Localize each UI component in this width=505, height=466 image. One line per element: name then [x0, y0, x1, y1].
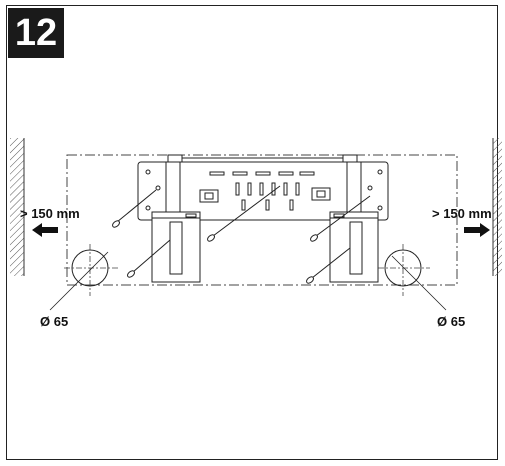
right-clearance-label: > 150 mm	[432, 206, 492, 221]
left-clearance-label: > 150 mm	[20, 206, 80, 221]
step-number-badge: 12	[8, 8, 64, 58]
left-hole-diameter-label: Ø 65	[40, 314, 68, 329]
screw-2	[127, 239, 171, 278]
left-clearance-arrow	[32, 223, 58, 237]
right-clearance-arrow	[464, 223, 490, 237]
screw-1	[112, 189, 157, 228]
screw-3	[207, 185, 281, 242]
right-wall	[492, 138, 502, 276]
left-wall	[10, 138, 25, 276]
right-hole-diameter-label: Ø 65	[437, 314, 465, 329]
mounting-plate	[137, 154, 389, 283]
right-pipe-hole	[378, 244, 447, 311]
unit-outline	[66, 154, 458, 286]
left-pipe-hole	[49, 244, 118, 311]
screw-4	[310, 195, 371, 242]
screw-5	[306, 247, 351, 284]
